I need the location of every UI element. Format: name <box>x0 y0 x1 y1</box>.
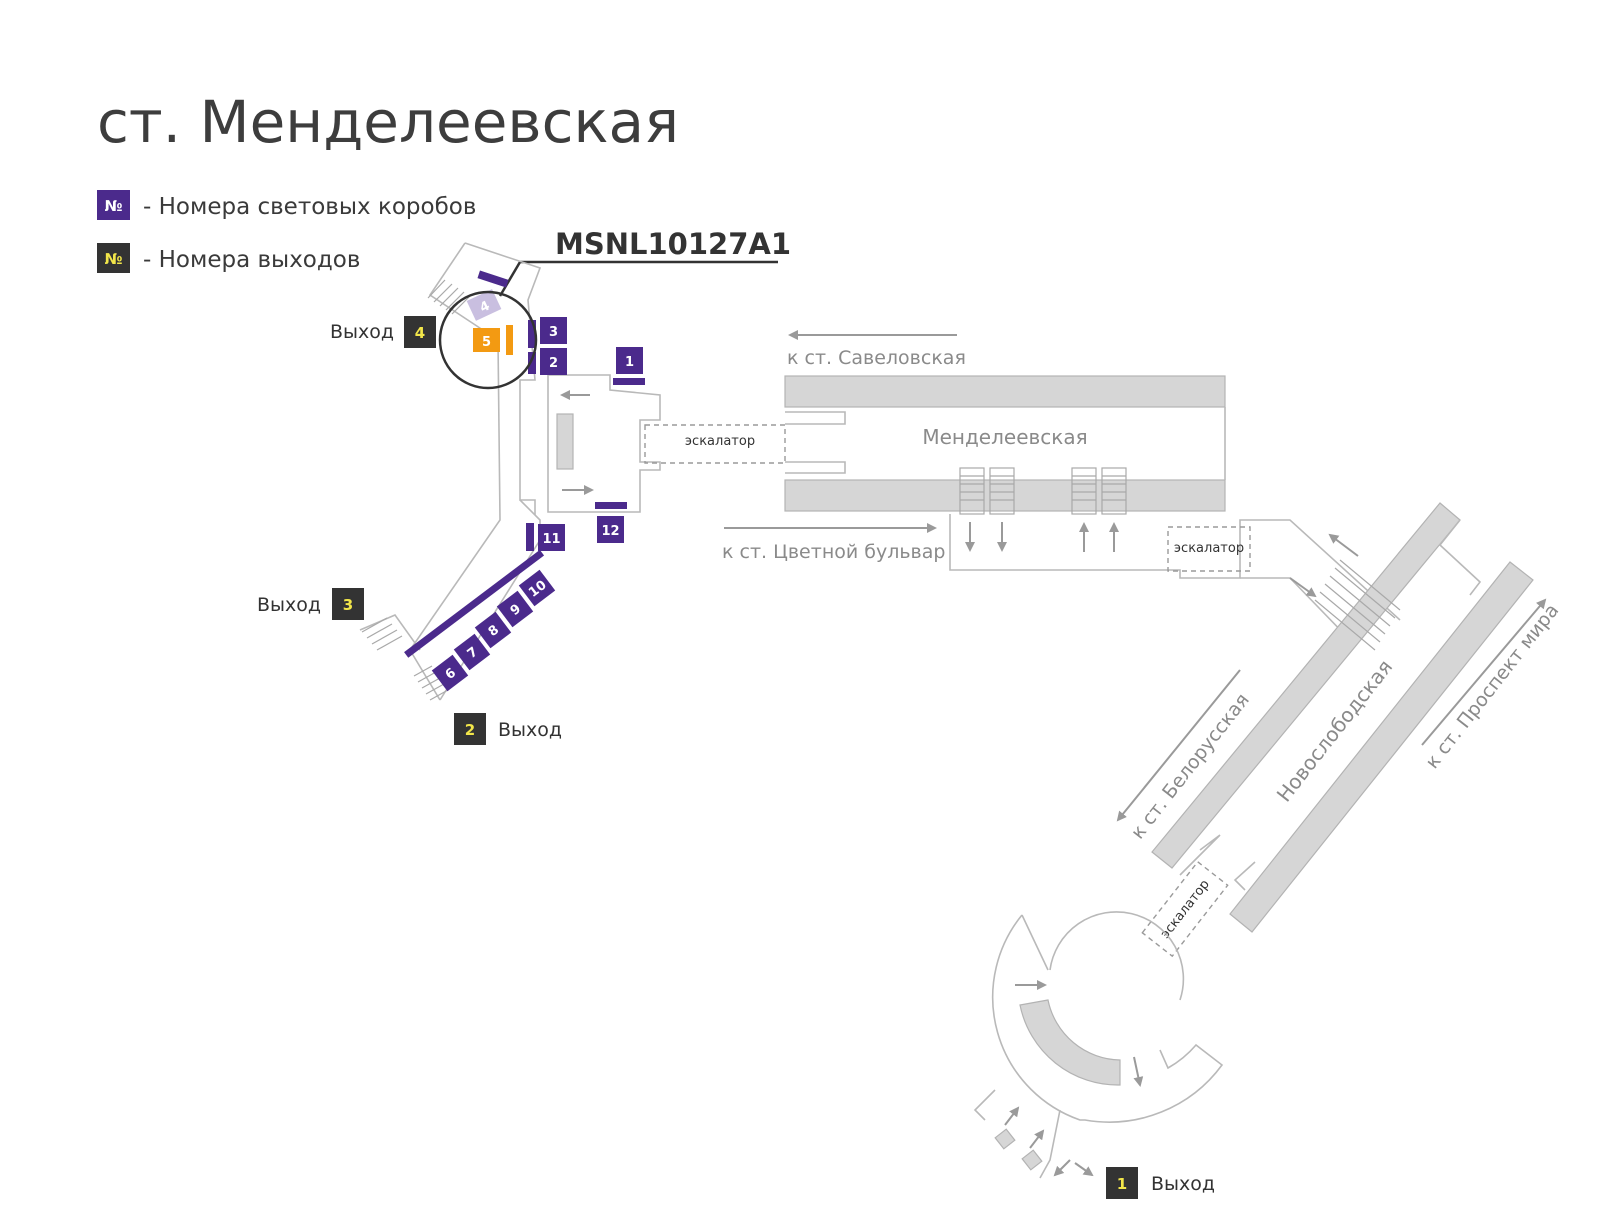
exit-2-label: Выход <box>498 719 562 741</box>
legend-item-exits: № - Номера выходов <box>97 243 360 273</box>
left-vestibule <box>359 242 661 701</box>
legend-exit-badge-text: № <box>104 250 122 268</box>
exit-1-number: 1 <box>1117 1175 1127 1193</box>
light-box-8: 8 <box>474 611 512 649</box>
legend-light-box-badge-text: № <box>104 197 122 215</box>
legend-light-box-badge <box>97 190 130 220</box>
exit-1: 1 Выход <box>1106 1167 1215 1199</box>
legend: № - Номера световых коробов № - Номера в… <box>97 190 476 273</box>
light-box-10: 10 <box>518 569 556 607</box>
station-name-mendeleevskaya: Менделеевская <box>922 425 1087 449</box>
exit-1-label: Выход <box>1151 1173 1215 1195</box>
light-box-6: 6 <box>431 654 469 692</box>
light-box-3 <box>540 317 567 344</box>
left-vestibule-kiosk <box>556 413 574 470</box>
directions: к ст. Савеловская к ст. Цветной бульвар … <box>722 330 1563 843</box>
highlight-box-5-number: 5 <box>482 335 491 350</box>
direction-savelovskaya: к ст. Савеловская <box>787 347 966 369</box>
light-box-12-number: 12 <box>601 524 619 539</box>
legend-exit-badge <box>97 243 130 273</box>
highlight-circle <box>438 290 538 390</box>
light-box-1 <box>616 347 643 374</box>
escalator-top-label: эскалатор <box>685 434 755 449</box>
exit-4-label: Выход <box>330 321 394 343</box>
exit-4-badge <box>404 316 436 348</box>
exit-4-number: 4 <box>415 324 425 342</box>
callout-leader <box>498 261 522 297</box>
light-box-7: 7 <box>453 633 491 671</box>
escalator-right-label: эскалатор <box>1174 541 1244 556</box>
mendeleevskaya-platform: Менделеевская <box>784 375 1401 641</box>
escalator-lower <box>1141 860 1229 958</box>
escalator-lower-label: эскалатор <box>1158 877 1213 942</box>
direction-tsvetnoy-bulvar: к ст. Цветной бульвар <box>722 541 945 563</box>
legend-exit-text: - Номера выходов <box>143 247 360 273</box>
escalator-right <box>1167 526 1251 572</box>
light-box-2 <box>540 348 567 375</box>
exit-2-number: 2 <box>465 721 475 739</box>
light-boxes: 4 3 2 1 12 11 10 9 <box>404 270 645 692</box>
highlight-box-5: 5 <box>473 325 513 355</box>
escalator-top <box>644 424 786 464</box>
light-box-11-number: 11 <box>542 532 560 547</box>
callout: MSNL10127A1 <box>498 227 791 297</box>
light-box-4 <box>466 289 502 321</box>
callout-code: MSNL10127A1 <box>555 227 791 261</box>
exit-4: Выход 4 <box>330 316 436 348</box>
light-box-1-number: 1 <box>625 355 634 370</box>
exit-2: 2 Выход <box>454 713 562 745</box>
exit-2-badge <box>454 713 486 745</box>
lower-vestibule <box>973 911 1224 1179</box>
light-box-9: 9 <box>496 590 534 628</box>
legend-item-light-boxes: № - Номера световых коробов <box>97 190 476 220</box>
exit-3-badge <box>332 588 364 620</box>
exit-3-label: Выход <box>257 594 321 616</box>
light-box-11 <box>538 524 565 551</box>
legend-light-box-text: - Номера световых коробов <box>143 194 476 220</box>
exit-3-number: 3 <box>343 596 353 614</box>
page-title: ст. Менделеевская <box>97 88 679 156</box>
light-box-3-number: 3 <box>549 325 558 340</box>
exit-1-badge <box>1106 1167 1138 1199</box>
light-box-2-number: 2 <box>549 356 558 371</box>
light-box-12 <box>597 516 624 543</box>
exit-3: Выход 3 <box>257 588 364 620</box>
